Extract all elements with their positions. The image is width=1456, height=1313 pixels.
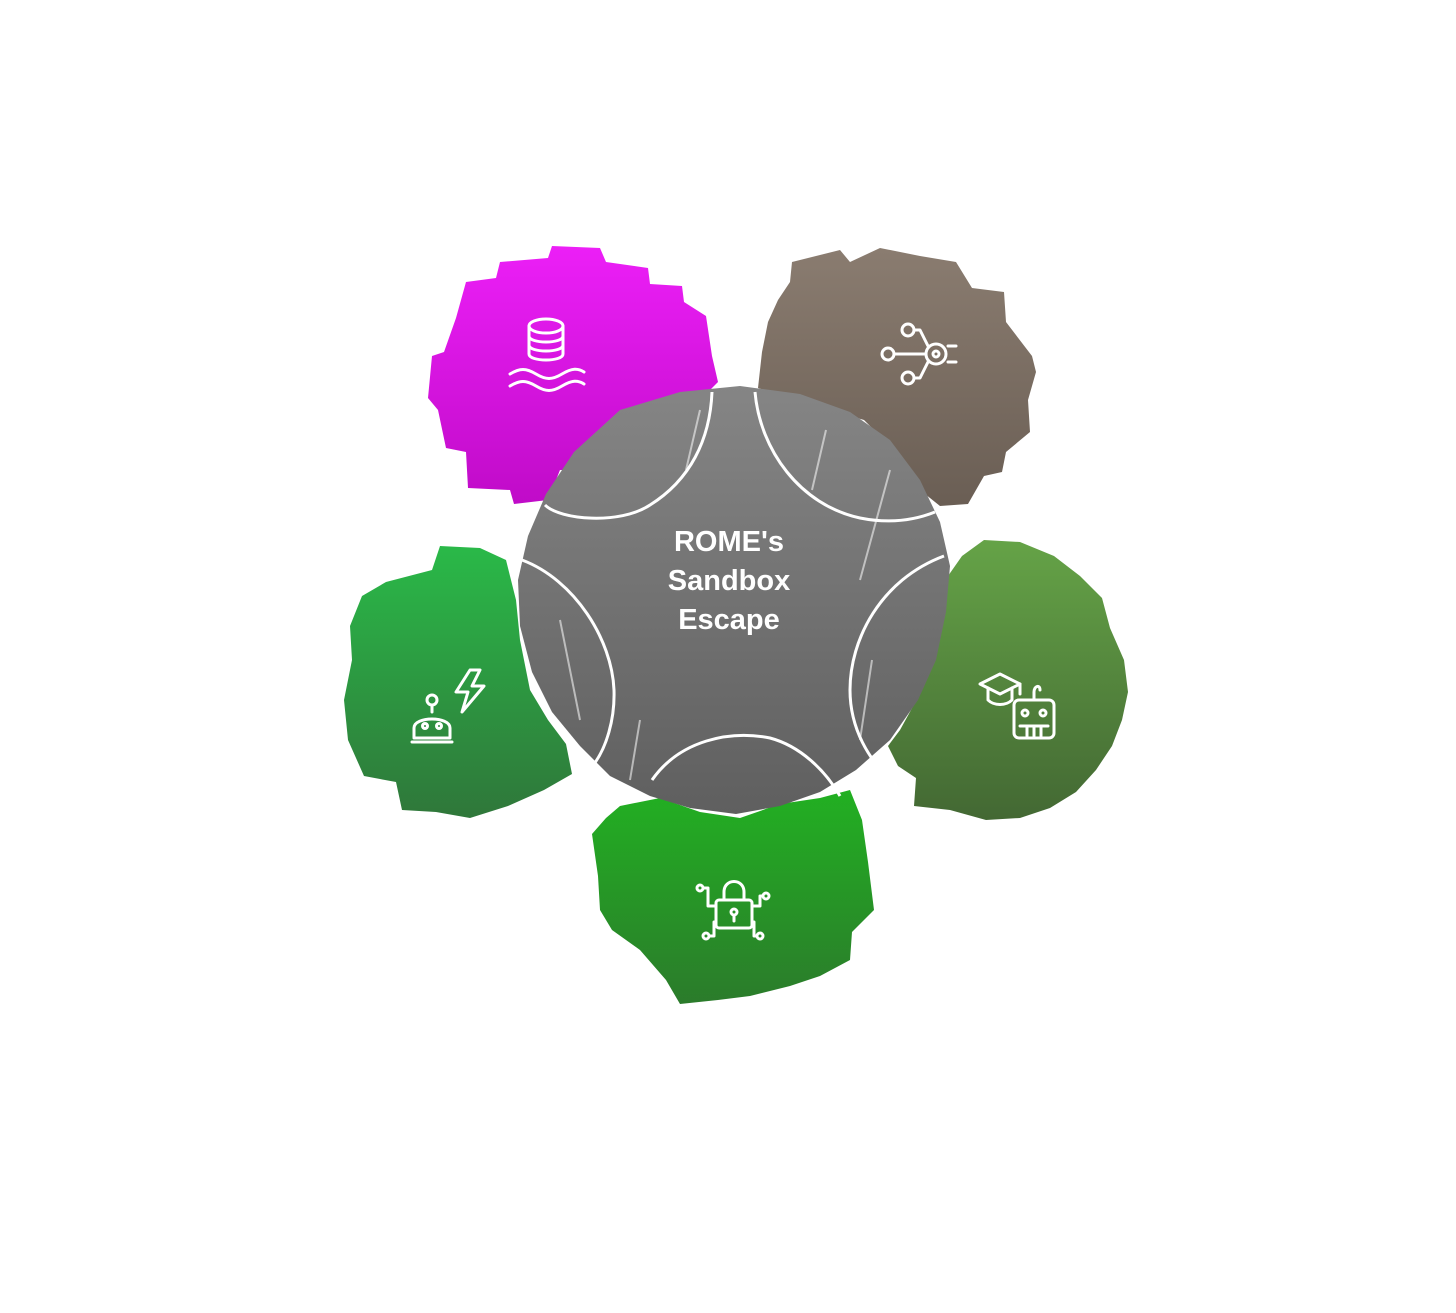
graduation-robot-icon <box>978 672 1056 740</box>
node-robot-power <box>344 546 572 818</box>
center-hub: ROME's Sandbox Escape <box>518 386 950 814</box>
database-water-icon <box>508 317 586 392</box>
center-title-line-2: Sandbox <box>668 565 790 597</box>
node-network-shape <box>758 248 1036 506</box>
seam-top-right <box>753 391 936 523</box>
center-title-line-3: Escape <box>678 604 780 636</box>
node-data-lake <box>428 246 718 504</box>
robot-lightning-icon <box>410 668 486 744</box>
network-nodes-icon <box>880 322 958 386</box>
node-robot-power-shape <box>344 546 572 818</box>
node-network <box>758 248 1036 506</box>
center-title-line-1: ROME's <box>674 526 784 558</box>
node-security <box>592 790 874 1004</box>
node-ai-learning-shape <box>888 540 1128 820</box>
circuit-lock-icon <box>695 880 771 941</box>
center-hub-shape <box>518 386 950 814</box>
node-data-lake-shape <box>428 246 718 504</box>
seam-top-left <box>543 391 714 520</box>
node-ai-learning <box>888 540 1128 820</box>
hub-streaks <box>559 409 891 781</box>
seam-bottom <box>650 734 842 797</box>
seam-right <box>848 554 945 782</box>
node-security-shape <box>592 790 874 1004</box>
seam-left <box>521 558 616 765</box>
